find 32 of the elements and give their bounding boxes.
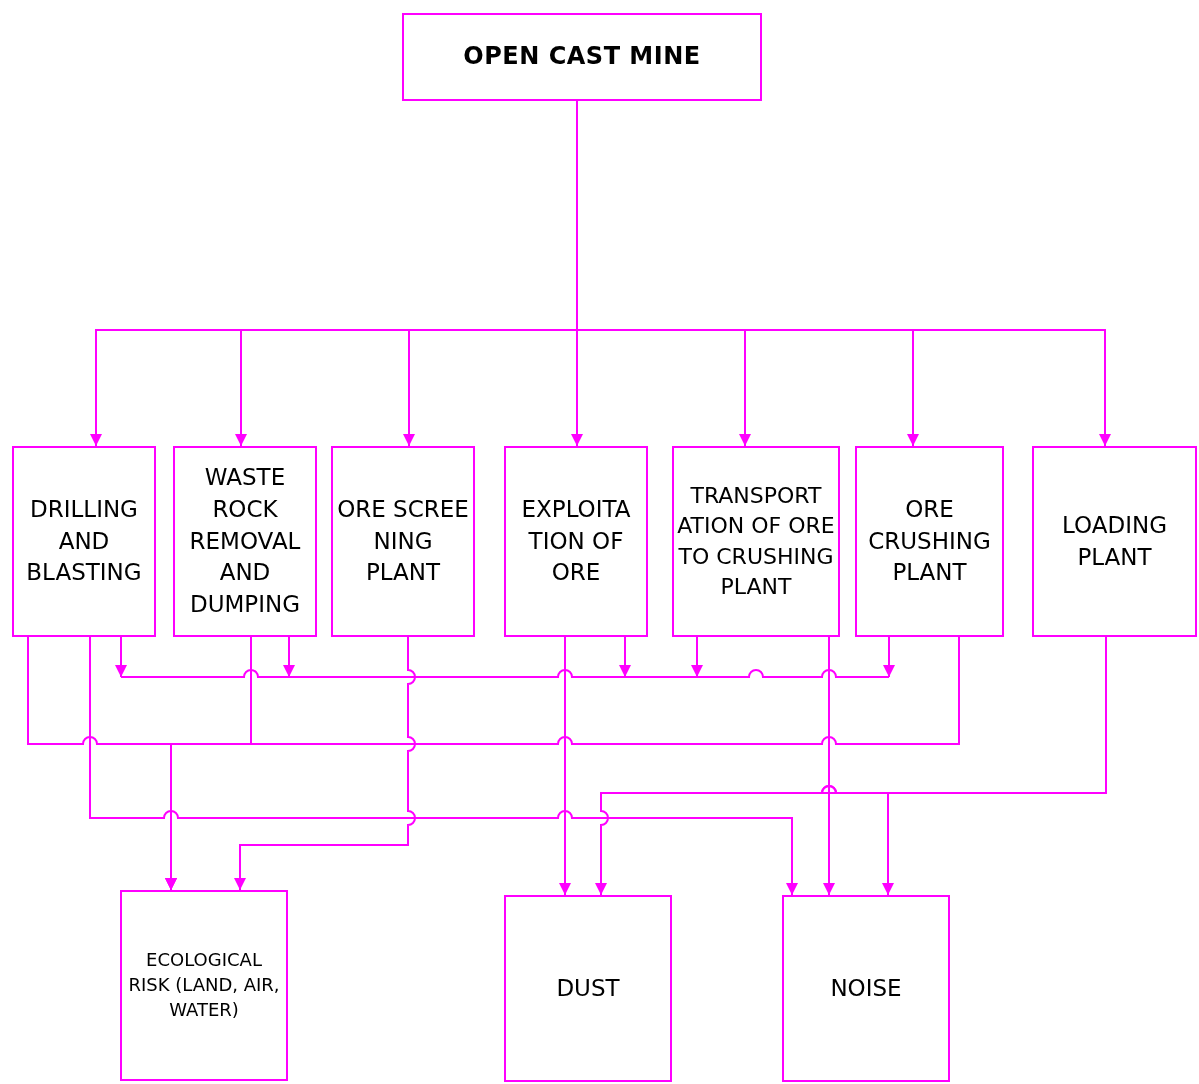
box-label: ORE CRUSHING PLANT — [867, 494, 992, 588]
arrow — [165, 636, 960, 891]
process-box — [504, 446, 648, 637]
process-box — [173, 446, 317, 637]
process-box — [672, 446, 840, 637]
box-label: LOADING PLANT — [1061, 510, 1168, 572]
box-label: NOISE — [830, 973, 902, 1003]
process-box — [504, 895, 672, 1082]
process-box — [855, 446, 1004, 637]
arrow — [823, 636, 835, 896]
box-label: EXPLOITA TION OF ORE — [520, 494, 632, 588]
arrow — [559, 636, 571, 896]
process-box — [120, 890, 288, 1081]
process-box — [12, 446, 156, 637]
box-label: DRILLING AND BLASTING — [25, 494, 143, 588]
arrow — [115, 636, 127, 678]
box-label: DUST — [556, 973, 620, 1003]
arrow — [234, 636, 416, 891]
arrow — [691, 636, 703, 678]
box-label: TRANSPORT ATION OF ORE TO CRUSHING PLANT — [676, 481, 836, 601]
process-box — [782, 895, 950, 1082]
arrow — [283, 636, 295, 678]
process-box — [331, 446, 475, 637]
box-label: OPEN CAST MINE — [463, 41, 701, 73]
box-label: ECOLOGICAL RISK (LAND, AIR, WATER) — [127, 948, 281, 1022]
box-label: ORE SCREE NING PLANT — [336, 494, 470, 588]
arrow — [883, 636, 895, 678]
arrow — [89, 636, 798, 896]
process-box — [402, 13, 762, 101]
process-box — [1032, 446, 1197, 637]
arrow — [619, 636, 631, 678]
box-label: WASTE ROCK REMOVAL AND DUMPING — [188, 463, 302, 620]
